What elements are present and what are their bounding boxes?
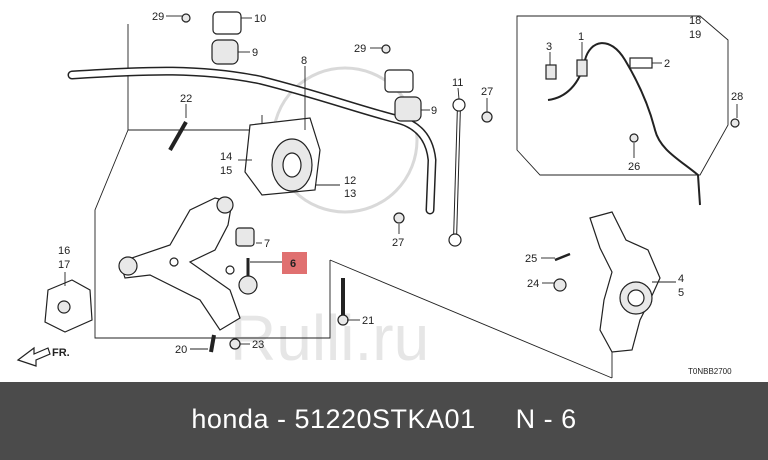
- clip-3: [545, 64, 557, 80]
- callout-9a: 9: [252, 47, 258, 59]
- callout-26: 26: [628, 161, 640, 173]
- bolt-28: [730, 118, 740, 128]
- arrow-icon: [16, 346, 51, 367]
- nut-23: [229, 338, 241, 350]
- diagram-code: T0NBB2700: [688, 367, 732, 376]
- callout-2: 2: [664, 58, 670, 70]
- callout-10: 10: [254, 13, 266, 25]
- clip-2: [629, 57, 653, 69]
- holder-8: [384, 69, 414, 93]
- callout-28: 28: [731, 91, 743, 103]
- callout-24: 24: [527, 278, 539, 290]
- callout-29b: 29: [354, 43, 366, 55]
- nut-27a: [481, 111, 493, 123]
- parts-diagram: Rulli.ru: [16, 11, 743, 379]
- callout-11: 11: [452, 77, 463, 89]
- bolt-22: [168, 121, 188, 151]
- stabilizer-link: [454, 104, 460, 241]
- callout-15: 15: [220, 165, 232, 177]
- callout-29a: 29: [152, 11, 164, 23]
- callout-12: 12: [344, 175, 356, 187]
- callout-5: 5: [678, 287, 684, 299]
- ball-joint-6: [238, 275, 258, 295]
- callout-3: 3: [546, 41, 552, 53]
- front-box-outline: [94, 24, 331, 339]
- boot-7: [235, 227, 255, 247]
- callout-8: 8: [301, 55, 307, 67]
- callout-27a: 27: [481, 86, 493, 98]
- callout-7: 7: [264, 238, 270, 250]
- lower-arm: [119, 197, 241, 331]
- callout-23: 23: [252, 339, 264, 351]
- part-number-caption: honda - 51220STKA01 N - 6: [191, 404, 577, 434]
- bushing-9a: [211, 39, 239, 65]
- nut-27b: [393, 212, 405, 224]
- callout-labels: 29 10 9 8 29 9 11 27 22 14 15 12 13 27 7…: [58, 11, 743, 356]
- sensor-box: [516, 15, 729, 176]
- callout-1: 1: [578, 31, 584, 43]
- holder-10: [212, 11, 242, 35]
- nut-24: [553, 278, 567, 292]
- fr-label: FR.: [52, 347, 70, 359]
- front-arrow: FR.: [16, 346, 70, 367]
- callout-14: 14: [220, 151, 232, 163]
- leader-lines: [64, 15, 738, 350]
- sensor-cable: [547, 42, 701, 206]
- knuckle: [589, 211, 661, 353]
- highlight-6: [282, 252, 307, 274]
- callout-25: 25: [525, 253, 537, 265]
- callout-18: 18: [689, 15, 701, 27]
- footer-bar: honda - 51220STKA01 N - 6: [0, 382, 768, 460]
- bolt-29a: [181, 13, 191, 23]
- bolt-26: [629, 133, 639, 143]
- pin-25: [554, 252, 571, 262]
- callout-20: 20: [175, 344, 187, 356]
- callout-16: 16: [58, 245, 70, 257]
- callout-19: 19: [689, 29, 701, 41]
- callout-27b: 27: [392, 237, 404, 249]
- bolt-20: [209, 334, 216, 353]
- bolt-29b: [381, 44, 391, 54]
- callout-17: 17: [58, 259, 70, 271]
- callout-9b: 9: [431, 105, 437, 117]
- diagram-svg: Rulli.ru: [16, 11, 743, 379]
- callout-13: 13: [344, 188, 356, 200]
- callout-22: 22: [180, 93, 192, 105]
- callout-6: 6: [290, 258, 296, 270]
- callout-21: 21: [362, 315, 374, 327]
- callout-4: 4: [678, 273, 684, 285]
- bushing-9b: [394, 96, 422, 122]
- clip-1: [576, 59, 588, 77]
